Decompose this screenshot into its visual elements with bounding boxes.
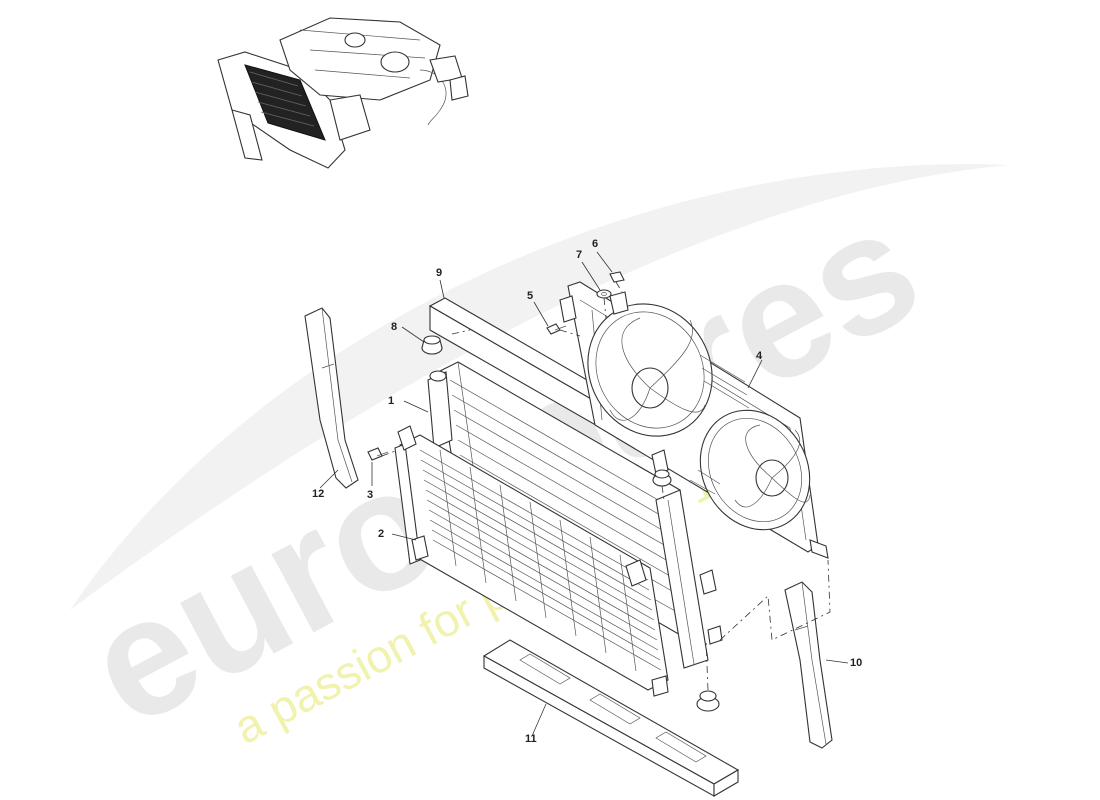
- part-7-washer[interactable]: [596, 289, 612, 299]
- part-10-right-air-deflector[interactable]: [784, 581, 833, 749]
- engine-overview-thumbnail: [217, 17, 469, 169]
- callout-2[interactable]: 2: [378, 528, 384, 540]
- callout-12[interactable]: 12: [312, 488, 324, 500]
- assembly-lines: [381, 281, 831, 691]
- callout-10[interactable]: 10: [850, 657, 862, 669]
- callout-6[interactable]: 6: [592, 238, 598, 250]
- callout-5[interactable]: 5: [527, 290, 533, 302]
- part-3-bolt[interactable]: [367, 447, 389, 461]
- callout-8[interactable]: 8: [391, 321, 397, 333]
- callout-11[interactable]: 11: [525, 733, 537, 745]
- callout-1[interactable]: 1: [388, 395, 394, 407]
- part-8-grommet[interactable]: [421, 335, 443, 355]
- watermark-swoosh: [70, 164, 1010, 610]
- callout-9[interactable]: 9: [436, 267, 442, 279]
- callout-7[interactable]: 7: [576, 249, 582, 261]
- callout-4[interactable]: 4: [756, 350, 763, 362]
- part-2-ac-condenser[interactable]: [394, 425, 669, 697]
- part-12-left-air-deflector[interactable]: [304, 307, 359, 489]
- lower-grommet-left: [652, 469, 672, 487]
- part-4-fan-shroud-assembly[interactable]: [559, 281, 831, 559]
- leader-lines: [319, 251, 849, 737]
- callout-3[interactable]: 3: [367, 489, 373, 501]
- part-11-lower-seal[interactable]: [482, 639, 740, 797]
- callouts: 1 2 3 4 5 6 7 8 9 10 11 12: [312, 238, 862, 745]
- lower-grommet-right: [696, 690, 720, 712]
- part-6-nut[interactable]: [609, 271, 625, 283]
